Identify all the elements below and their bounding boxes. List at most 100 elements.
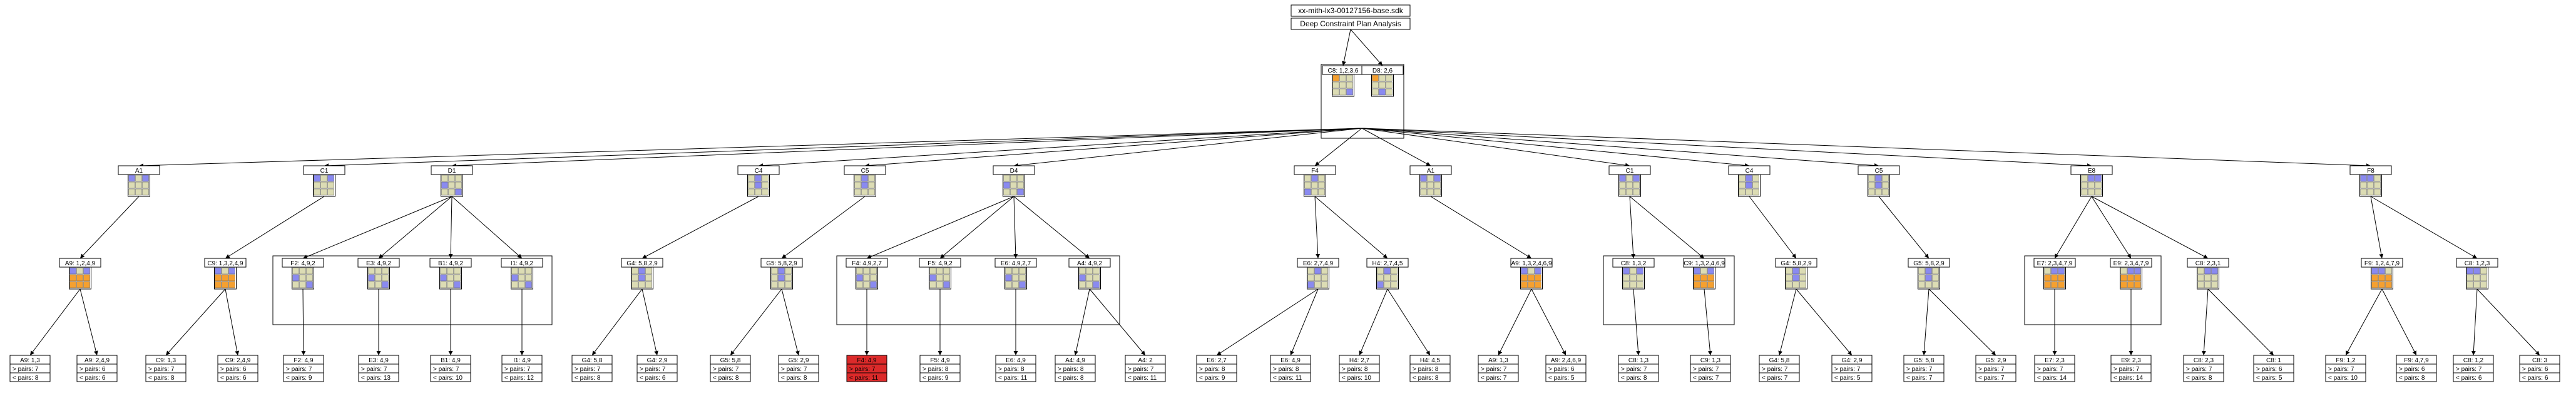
edge [1013,128,1362,168]
level2-node-cell [1307,281,1314,288]
level2-node-cell [1786,274,1792,282]
leaf-label: H4: 4,5 [1420,357,1441,364]
header-id: xx-mith-lx3-00127156-base.sdk [1298,6,1403,15]
level1-node-cell [1882,175,1889,182]
level2-node-cell [1799,267,1806,275]
level2-node-cell [1786,267,1792,275]
level2-node-cell [1314,267,1321,275]
level2-node-cell [447,281,454,288]
level2-node-cell [2134,281,2141,288]
leaf-node: A9: 2,4,6,9> pairs: 6< pairs: 5 [1545,355,1587,382]
level2-node-cell [1932,281,1939,288]
level2-node-cell [870,281,877,288]
level1-node-cell [1875,188,1882,196]
level2-node-cell [228,267,235,275]
level2-node-cell [2204,274,2211,282]
level2-node-cell [870,267,877,275]
level2-node-cell [1918,274,1925,282]
level2-node-cell [2120,281,2127,288]
level1-node-cell [441,175,448,182]
level2-node-cell [1707,274,1714,282]
level2-node-cell [1321,274,1328,282]
level1-node-cell [2374,181,2381,189]
level2-node-cell [368,267,375,275]
edge [1361,128,1879,168]
leaf-pairs-text: < pairs: 8 [2186,375,2212,382]
leaf-node: A4: 2> pairs: 7< pairs: 11 [1125,355,1166,382]
level2-node-cell [1012,267,1019,275]
level1-node-label: C4 [755,168,763,175]
level2-node: F2: 4,9,2 [282,258,324,290]
level2-node-cell [1384,274,1391,282]
leaf-node: C9: 2,4,9> pairs: 6< pairs: 6 [217,355,258,382]
level2-node-cell [518,281,525,288]
edge [1290,288,1319,356]
group-boxes-layer [272,64,2162,325]
level2-node-cell [1377,281,1384,288]
level2-node-cell [943,281,950,288]
leaf-pairs-text: < pairs: 9 [923,375,949,382]
leaf-pairs-text: < pairs: 11 [1273,375,1302,382]
level2-node-cell [1521,281,1528,288]
edge [1531,288,1567,356]
level2-node-cell [1792,267,1799,275]
edge [1013,196,1018,259]
level2-node-cell [1918,267,1925,275]
leaf-pairs-box [1339,372,1380,382]
edge [866,196,1015,259]
level2-node-cell [1925,281,1932,288]
level2-node-cell [1528,274,1535,282]
leaf-label: F5: 4,9 [930,357,950,364]
leaf-node: E6: 4,9> pairs: 8< pairs: 11 [1270,355,1311,382]
level1-node-cell [455,181,462,189]
level1-node-cell [1882,188,1889,196]
leaf-pairs-text: > pairs: 7 [433,366,459,373]
level1-node-cell [1875,181,1882,189]
level2-node-cell [299,274,306,282]
level2-node-cell [2211,281,2218,288]
level2-node-cell [228,281,235,288]
level1-node-cell [1739,188,1745,196]
level2-node-cell [2134,274,2141,282]
level2-node-cell [1093,267,1100,275]
leaf-node: F9: 4,7,9> pairs: 6< pairs: 8 [2396,355,2437,382]
level1-node-cell [1017,188,1024,196]
leaf-pairs-text: > pairs: 6 [79,366,106,373]
edge [1361,128,1750,168]
level2-node-cell [69,274,76,282]
level2-node-cell [1521,274,1528,282]
level1-node-label: C1 [1626,168,1634,175]
level2-node-cell [631,267,638,275]
leaf-pairs-text: < pairs: 5 [1834,375,1861,382]
level2-node-cell [1630,274,1637,282]
level2-node-label: F2: 4,9,2 [290,260,315,267]
level1-node-cell [1745,188,1752,196]
edge [324,128,1362,168]
level2-node-label: A9: 1,3,2,4,6,9 [1511,260,1551,267]
level2-node-cell [1707,281,1714,288]
leaf-pairs-text: < pairs: 11 [849,375,879,382]
level2-node-cell [2120,267,2127,275]
leaf-pairs-box [2396,372,2437,382]
level2-node-label: C9: 1,3,2,4,9 [207,260,243,267]
leaf-pairs-box [919,372,961,382]
leaf-pairs-text: < pairs: 14 [2037,375,2067,382]
leaf-pairs-text: < pairs: 8 [1621,375,1647,382]
level2-node: F9: 1,2,4,7,9 [2361,258,2403,290]
level2-node-cell [1528,267,1535,275]
level2-node: A4: 4,9,2 [1068,258,1111,290]
level1-node: F4 [1294,165,1336,197]
level2-node-cell [856,274,863,282]
root-node-cell [1339,81,1346,89]
level2-node-cell [1079,267,1086,275]
leaf-pairs-box [995,372,1036,382]
level2-node: C8: 2,3,1 [2187,258,2229,290]
leaf-pairs-text: > pairs: 6 [220,366,247,373]
edge [2471,288,2478,356]
leaf-pairs-box [2110,372,2152,382]
level1-node-cell [448,175,455,182]
leaf-pairs-text: < pairs: 5 [1548,375,1575,382]
level2-node-label: E6: 2,7,4,9 [1303,260,1334,267]
level1-node: C1 [1608,165,1651,197]
level2-node-cell [778,274,785,282]
